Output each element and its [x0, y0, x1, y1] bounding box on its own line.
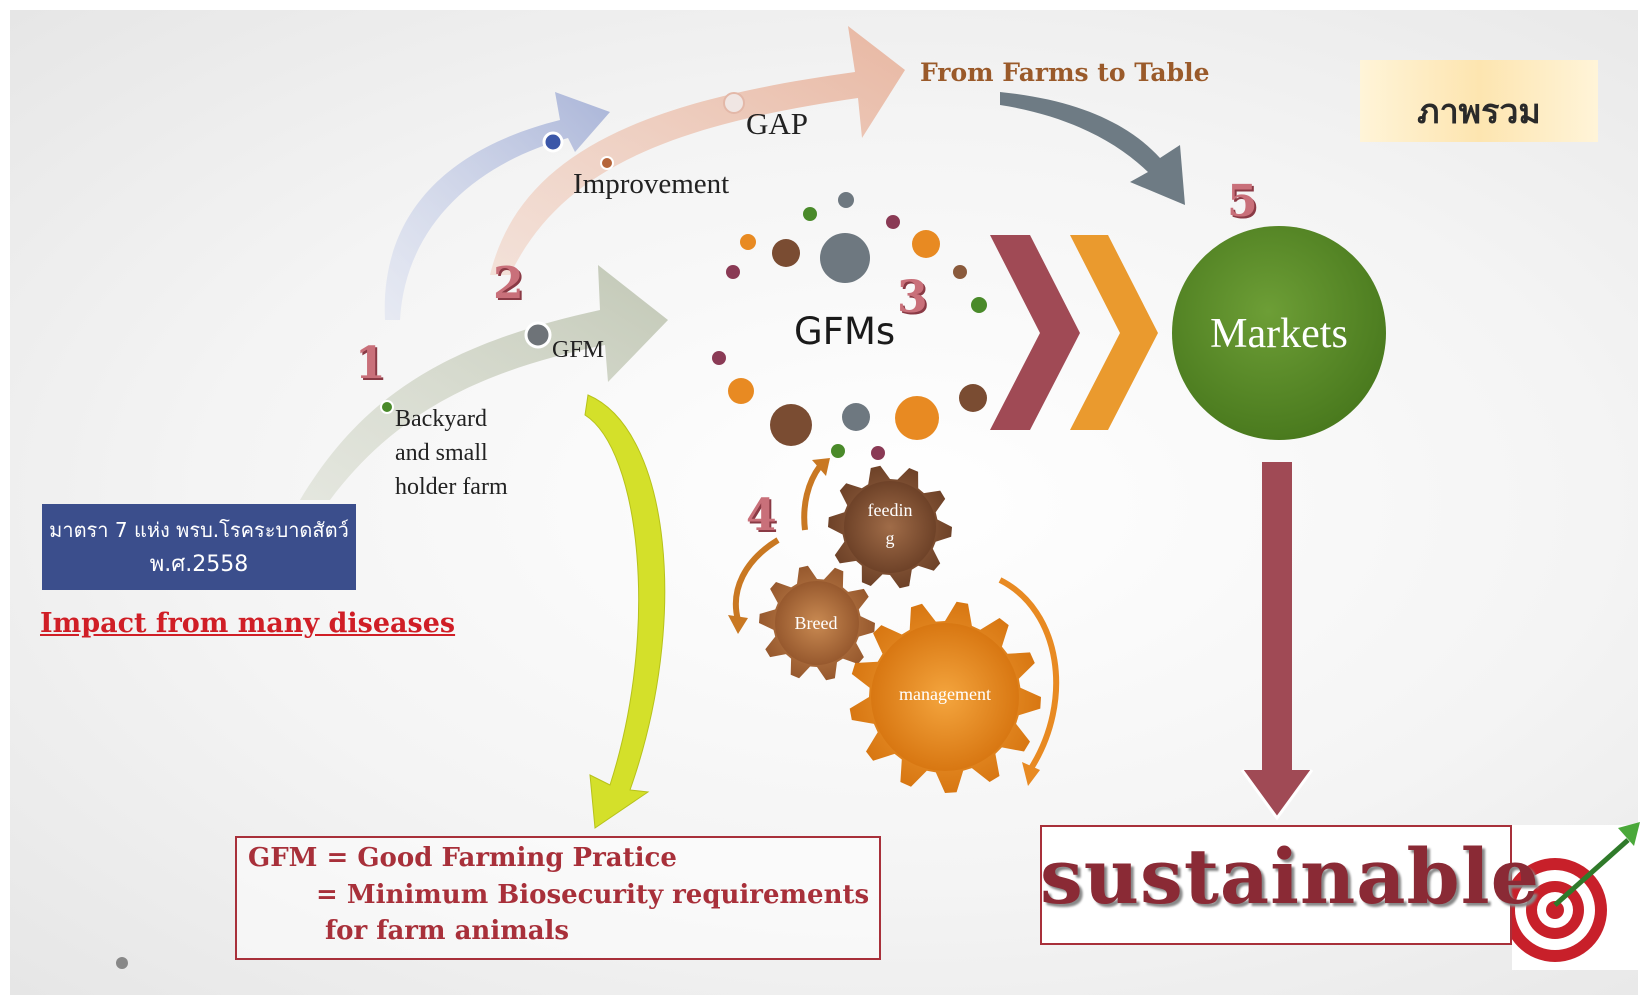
gap-curved-arrow — [490, 26, 905, 275]
gear-feeding-label-1: feedin — [867, 500, 913, 520]
backyard-dot — [380, 400, 394, 414]
backyard-label-line-1: Backyard — [395, 406, 487, 432]
improvement-label: Improvement — [573, 168, 730, 200]
step-number-5: 5 — [1227, 176, 1258, 227]
markets-label: Markets — [1210, 311, 1348, 357]
sustainable-box — [1040, 825, 1512, 945]
gap-label: GAP — [746, 106, 809, 141]
gear-feeding-label-2: g — [885, 528, 895, 548]
step-number-3: 3 — [897, 272, 928, 323]
law-line-2: พ.ศ.2558 — [149, 552, 249, 577]
farms-to-table-label: From Farms to Table — [920, 58, 1210, 87]
definition-line-3: for farm animals — [325, 916, 570, 946]
step-number-1: 1 — [355, 338, 386, 389]
law-box — [42, 504, 356, 590]
gear-breed — [759, 565, 875, 681]
gear-management-label: management — [899, 684, 991, 704]
gfms-dot-ring — [712, 192, 987, 460]
step-number-4: 4 — [746, 490, 777, 541]
gap-dot — [723, 92, 745, 114]
law-line-1: มาตรา 7 แห่ง พรบ.โรคระบาดสัตว์ — [49, 518, 349, 542]
gear-feeding — [828, 465, 952, 589]
definition-box — [235, 836, 881, 960]
chevron-arrows — [990, 235, 1158, 430]
blue-arrow-dot — [542, 131, 564, 153]
gfm-dot — [524, 321, 552, 349]
title-box — [1360, 60, 1598, 142]
yellow-curved-arrow — [584, 394, 666, 829]
sustainable-text: sustainable — [1040, 832, 1540, 921]
bullet-dot — [116, 957, 128, 969]
backyard-label-line-2: and small — [395, 440, 488, 466]
gray-arrow-to-markets — [1000, 92, 1185, 205]
backyard-label-line-3: holder farm — [395, 474, 508, 500]
blue-curved-arrow — [384, 92, 610, 320]
gear-cycle-arrows — [728, 458, 1060, 786]
down-arrow-to-sustainable — [1240, 462, 1314, 821]
impact-text: Impact from many diseases — [40, 608, 456, 639]
gfm-label: GFM — [552, 337, 605, 363]
gear-management — [849, 601, 1041, 793]
definition-line-1: GFM = Good Farming Pratice — [248, 843, 677, 873]
gfm-curved-arrow — [300, 265, 668, 500]
improvement-dot — [600, 156, 614, 170]
gfms-label: GFMs — [794, 310, 896, 353]
step-number-2: 2 — [493, 258, 524, 309]
markets-circle — [1172, 226, 1386, 440]
target-dart-icon — [1503, 822, 1647, 970]
gear-breed-label: Breed — [794, 613, 838, 633]
definition-line-2: = Minimum Biosecurity requirements — [316, 880, 870, 910]
title-text: ภาพรวม — [1417, 92, 1541, 132]
